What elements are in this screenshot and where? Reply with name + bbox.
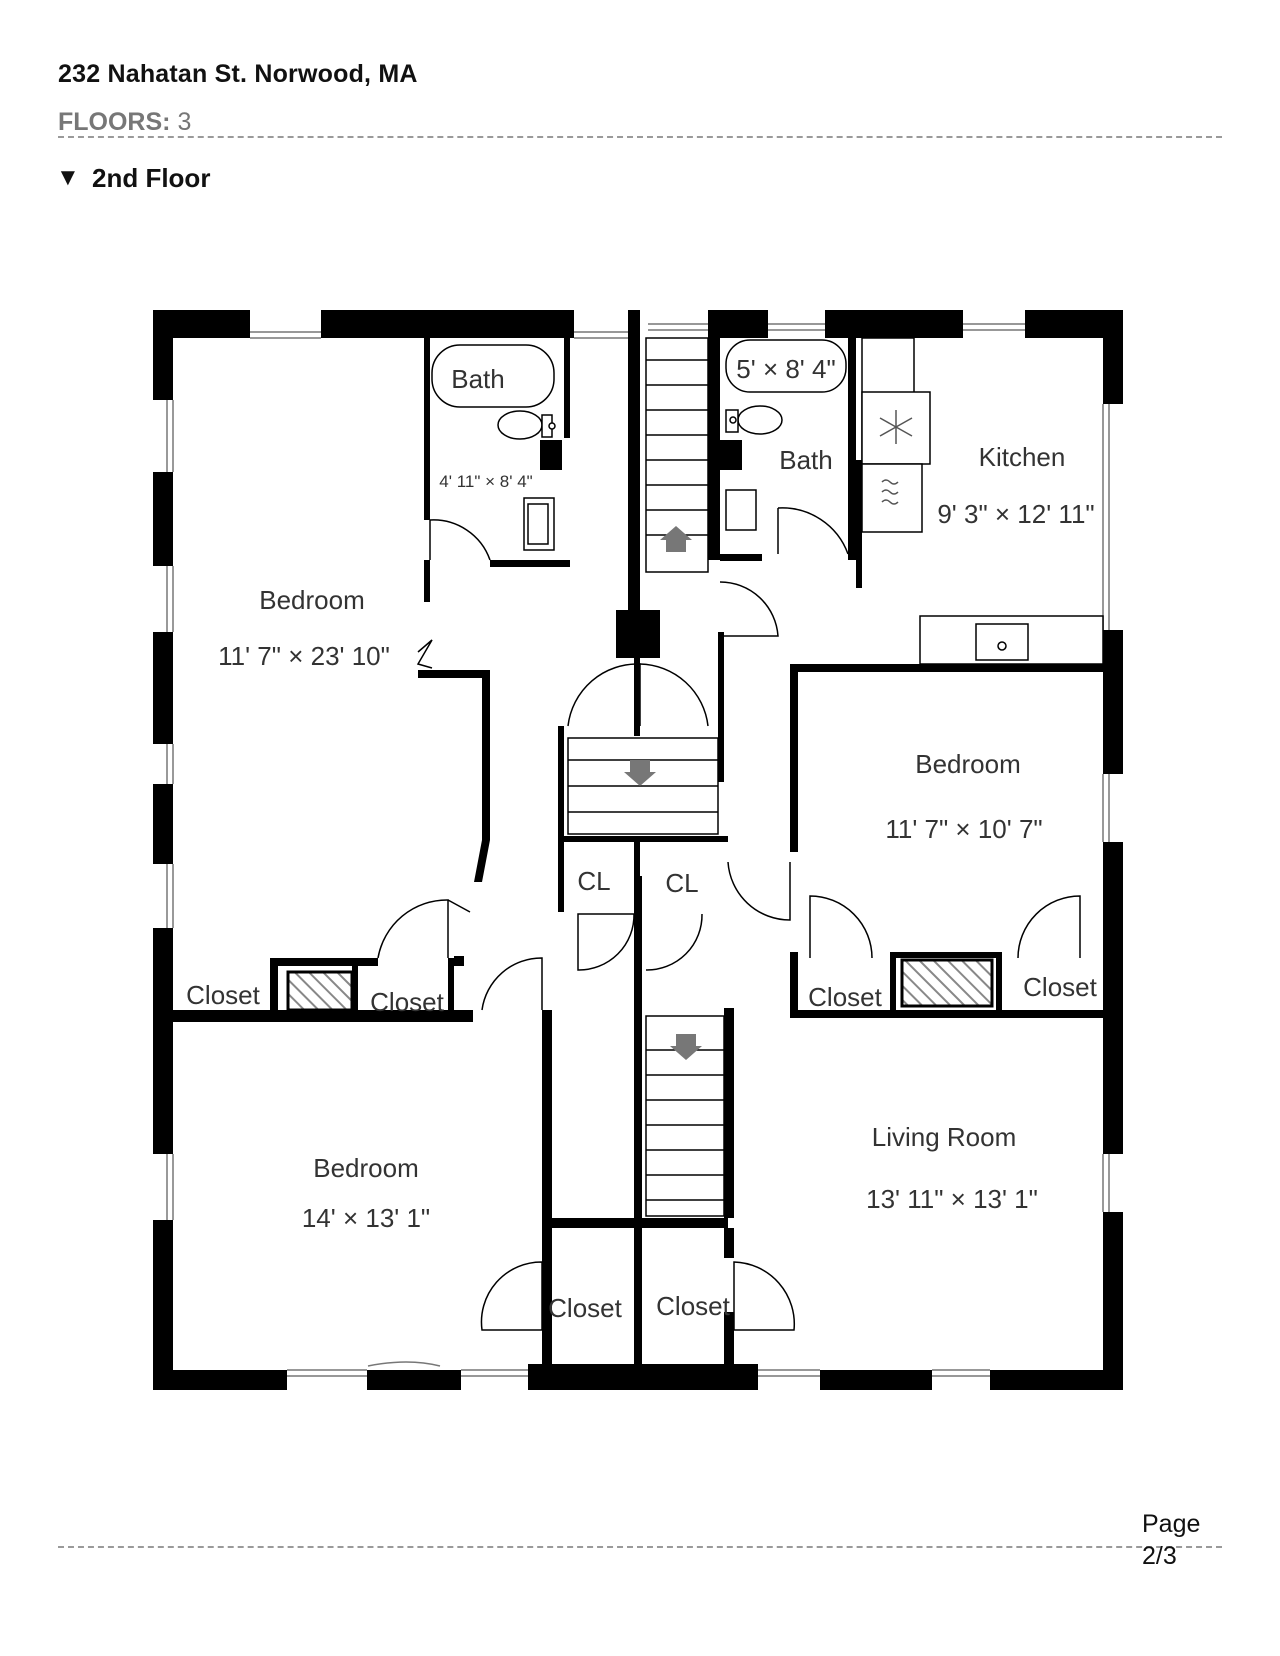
kitchen-appliance-icons bbox=[879, 410, 913, 505]
page-indicator: Page 2/3 bbox=[1142, 1508, 1200, 1572]
outer-walls bbox=[153, 310, 1123, 1390]
chimney-right bbox=[900, 958, 994, 1008]
windows bbox=[166, 323, 1110, 1377]
stair-up-arrow-icon bbox=[660, 526, 692, 552]
kitchen-dims: 9' 3" × 12' 11" bbox=[937, 499, 1094, 529]
triangle-down-icon: ▼ bbox=[56, 164, 80, 191]
bedroom-bottom-dims: 14' × 13' 1" bbox=[302, 1203, 430, 1233]
living-room-dims: 13' 11" × 13' 1" bbox=[866, 1184, 1038, 1214]
closet-label: Closet bbox=[548, 1293, 622, 1323]
bedroom-main-dims: 11' 7" × 23' 10" bbox=[218, 641, 390, 671]
closet-label: Closet bbox=[186, 980, 260, 1010]
bath-right-dims: 5' × 8' 4" bbox=[736, 354, 835, 384]
stove-icon bbox=[881, 479, 899, 505]
closet-label: Closet bbox=[370, 987, 444, 1017]
stair-down-arrow-icon bbox=[624, 760, 656, 786]
snowflake-icon bbox=[879, 410, 913, 444]
footer-divider bbox=[58, 1546, 1222, 1548]
bedroom-main-name: Bedroom bbox=[259, 585, 365, 615]
living-room-name: Living Room bbox=[872, 1122, 1017, 1152]
floor-name: 2nd Floor bbox=[92, 163, 211, 193]
chimney-left bbox=[286, 970, 354, 1012]
interior-walls bbox=[153, 310, 1123, 1380]
fixtures bbox=[431, 337, 1104, 665]
floors-count: FLOORS: 3 bbox=[58, 108, 191, 137]
cl-right: CL bbox=[665, 868, 698, 898]
property-address: 232 Nahatan St. Norwood, MA bbox=[58, 60, 418, 88]
bedroom-bottom-name: Bedroom bbox=[313, 1153, 419, 1183]
kitchen-name: Kitchen bbox=[979, 442, 1066, 472]
bath-left-name: Bath bbox=[451, 364, 505, 394]
header-divider bbox=[58, 136, 1222, 138]
closet-label: Closet bbox=[656, 1291, 730, 1321]
floors-value: 3 bbox=[177, 108, 192, 136]
bedroom-right-name: Bedroom bbox=[915, 749, 1021, 779]
bedroom-right-dims: 11' 7" × 10' 7" bbox=[885, 814, 1042, 844]
stair-down-arrow-icon bbox=[670, 1034, 702, 1060]
door-swings bbox=[377, 507, 1081, 1331]
bath-left-dims: 4' 11" × 8' 4" bbox=[439, 472, 532, 491]
bath-right-name: Bath bbox=[779, 445, 833, 475]
closet-label: Closet bbox=[808, 982, 882, 1012]
floors-label: FLOORS: bbox=[58, 108, 171, 136]
page-label: Page bbox=[1142, 1510, 1201, 1538]
closet-label: Closet bbox=[1023, 972, 1097, 1002]
page-value: 2/3 bbox=[1142, 1542, 1177, 1570]
stair-arrows bbox=[624, 526, 702, 1060]
cl-left: CL bbox=[577, 866, 610, 896]
room-labels: Bedroom 11' 7" × 23' 10" Bath 4' 11" × 8… bbox=[186, 354, 1097, 1323]
